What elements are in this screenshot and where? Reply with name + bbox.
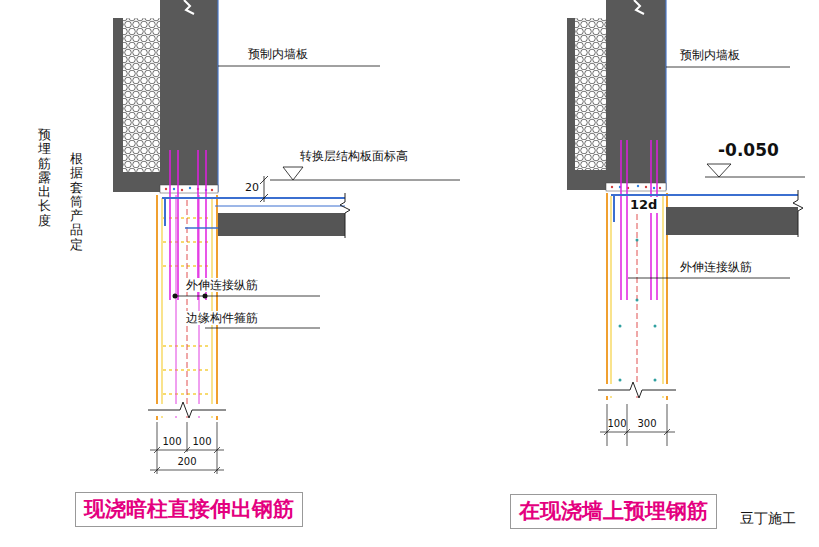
- dimension: 100: [192, 436, 211, 448]
- vertical-note: 根据套筒产品定: [70, 152, 83, 252]
- dimension: 300: [637, 418, 656, 430]
- dimension: 100: [607, 418, 626, 430]
- part-name: 外伸连接纵筋: [185, 278, 259, 292]
- right-detail: [567, 0, 805, 446]
- part-name: 预制内墙板: [680, 48, 740, 62]
- part-name: 预制内墙板: [248, 47, 308, 61]
- dimension: 100: [162, 436, 181, 448]
- elevation-note: 转换层结构板面标高: [300, 149, 408, 163]
- dimension: 20: [245, 181, 259, 194]
- watermark: 豆丁施工: [740, 510, 796, 527]
- caption-text: 现浇暗柱直接伸出钢筋: [84, 496, 294, 523]
- dimension: 12d: [629, 197, 658, 213]
- dimension: 200: [177, 456, 196, 468]
- caption-box: 现浇暗柱直接伸出钢筋: [75, 492, 303, 527]
- part-name: 边缘构件箍筋: [185, 311, 259, 325]
- elevation-value: -0.050: [718, 140, 779, 160]
- vertical-note: 预埋筋露出长度: [38, 128, 51, 228]
- left-detail: [113, 0, 460, 474]
- caption-text: 在现浇墙上预埋钢筋: [519, 498, 708, 525]
- part-name: 外伸连接纵筋: [680, 260, 752, 274]
- caption-box: 在现浇墙上预埋钢筋: [510, 494, 717, 529]
